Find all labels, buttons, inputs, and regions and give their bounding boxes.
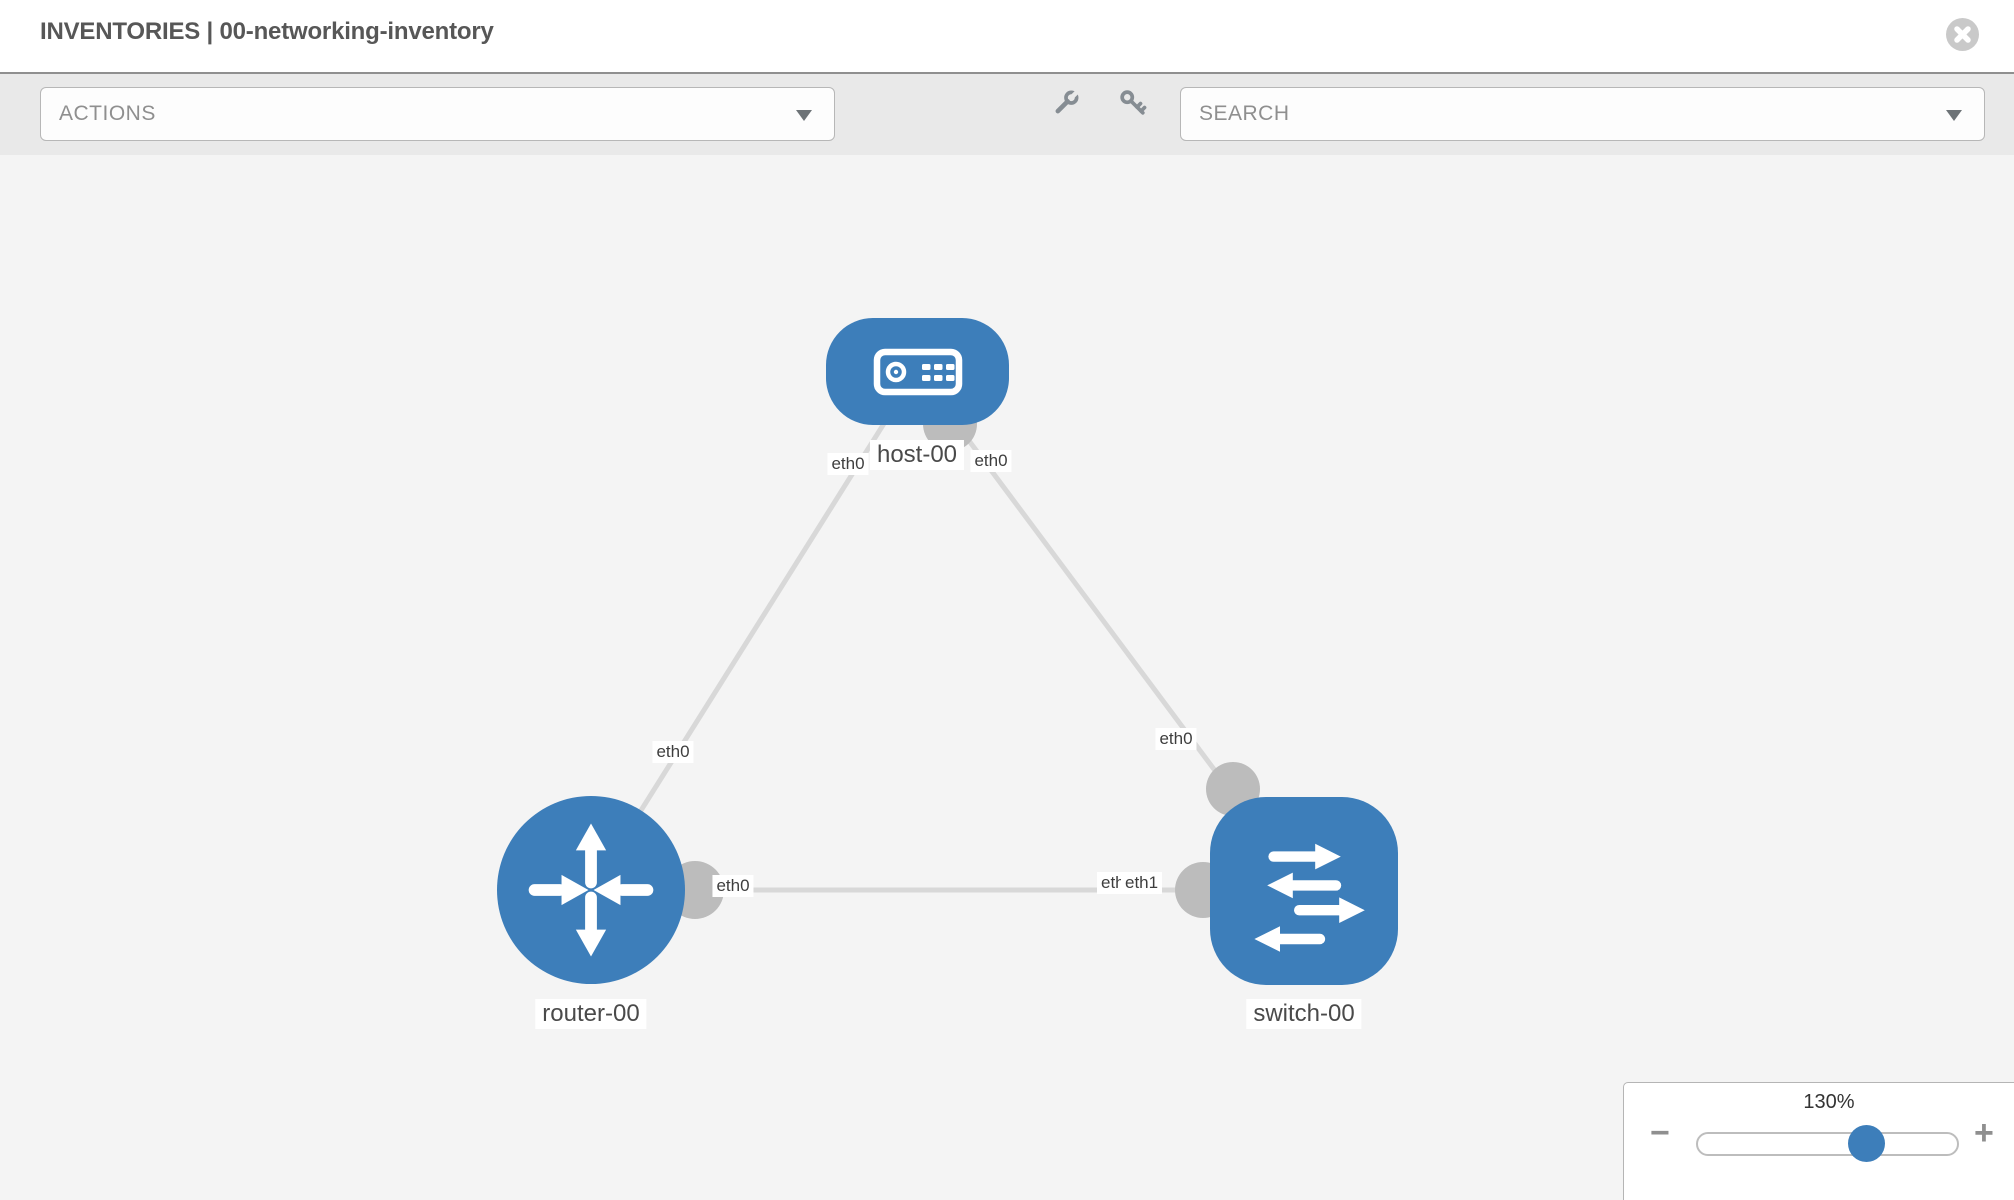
- iface-label-router-right: eth0: [712, 875, 754, 897]
- actions-dropdown-label: ACTIONS: [59, 102, 156, 125]
- iface-label-switch-top: eth0: [1155, 728, 1197, 750]
- node-host[interactable]: [826, 318, 1009, 425]
- topology-canvas[interactable]: host-00 router-00 switch-00 eth0 eth0 et…: [0, 155, 2014, 1200]
- switch-icon: [1254, 843, 1365, 952]
- actions-dropdown[interactable]: ACTIONS: [40, 87, 835, 141]
- node-label-switch: switch-00: [1246, 999, 1362, 1029]
- node-label-host: host-00: [869, 440, 965, 470]
- chevron-down-icon: [796, 110, 812, 121]
- zoom-slider[interactable]: [1696, 1125, 1959, 1162]
- router-icon: [528, 823, 654, 957]
- iface-label-host-right: eth0: [970, 450, 1012, 472]
- zoom-control-panel: 130% − +: [1623, 1082, 2014, 1200]
- node-router[interactable]: [497, 796, 685, 984]
- zoom-in-button[interactable]: +: [1974, 1114, 1994, 1152]
- links-layer: [588, 369, 1307, 919]
- zoom-slider-thumb[interactable]: [1848, 1125, 1885, 1162]
- iface-label-host-left: eth0: [827, 453, 869, 475]
- zoom-out-button[interactable]: −: [1650, 1114, 1670, 1152]
- wrench-icon: [1055, 89, 1080, 114]
- wrench-button[interactable]: [1051, 88, 1081, 118]
- zoom-level-value: 130%: [1803, 1091, 1855, 1113]
- node-switch[interactable]: [1210, 797, 1398, 985]
- key-icon: [1120, 90, 1147, 115]
- iface-label-router-top: eth0: [652, 741, 694, 763]
- search-dropdown-label: SEARCH: [1199, 102, 1290, 125]
- toolbar: ACTIONS SEARCH: [0, 72, 2014, 156]
- close-button[interactable]: [1946, 18, 1979, 51]
- key-button[interactable]: [1118, 88, 1148, 118]
- header-bar: INVENTORIES | 00-networking-inventory: [0, 0, 2014, 72]
- close-icon: [1954, 26, 1971, 43]
- chevron-down-icon: [1946, 110, 1962, 121]
- search-dropdown[interactable]: SEARCH: [1180, 87, 1985, 141]
- page-title: INVENTORIES | 00-networking-inventory: [40, 18, 494, 45]
- node-label-router: router-00: [535, 999, 647, 1029]
- iface-label-switch-left-front: eth1: [1121, 872, 1163, 894]
- host-icon: [873, 348, 962, 395]
